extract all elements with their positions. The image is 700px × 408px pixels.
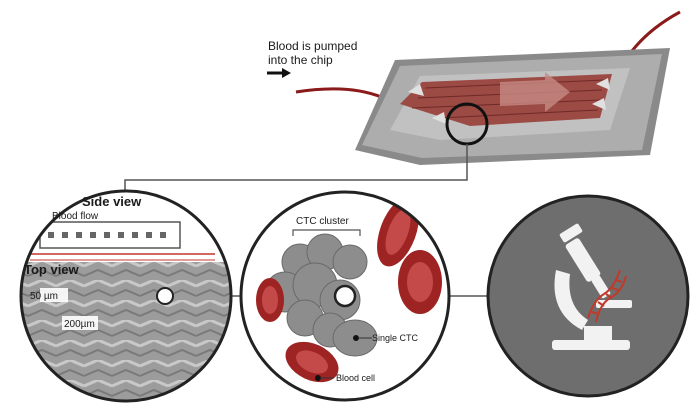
ctc-cluster-label: CTC cluster — [296, 216, 349, 227]
microscope-icon — [552, 223, 632, 350]
left-circle: Side view Blood flow Top view 50 µm 200µ… — [19, 189, 233, 403]
scale-200-label: 200µm — [64, 319, 95, 330]
single-ctc-label: Single CTC — [372, 333, 419, 343]
top-view-label: Top view — [24, 262, 80, 277]
pump-label-line2: into the chip — [268, 53, 333, 67]
middle-circle: CTC cluster Single CTC Blood cell — [239, 190, 451, 402]
blood-cell-label: Blood cell — [336, 373, 375, 383]
pump-label-line1: Blood is pumped — [268, 39, 357, 53]
scale-50-label: 50 µm — [30, 291, 58, 302]
connector-line — [124, 144, 468, 191]
blood-flow-label: Blood flow — [52, 211, 99, 222]
side-view-label: Side view — [82, 194, 142, 209]
chip-device — [355, 48, 670, 165]
left-hole — [156, 287, 174, 305]
cluster-bracket — [292, 229, 361, 236]
middle-hole — [333, 284, 357, 308]
dna-helix-icon — [587, 269, 627, 323]
right-circle — [486, 194, 690, 398]
